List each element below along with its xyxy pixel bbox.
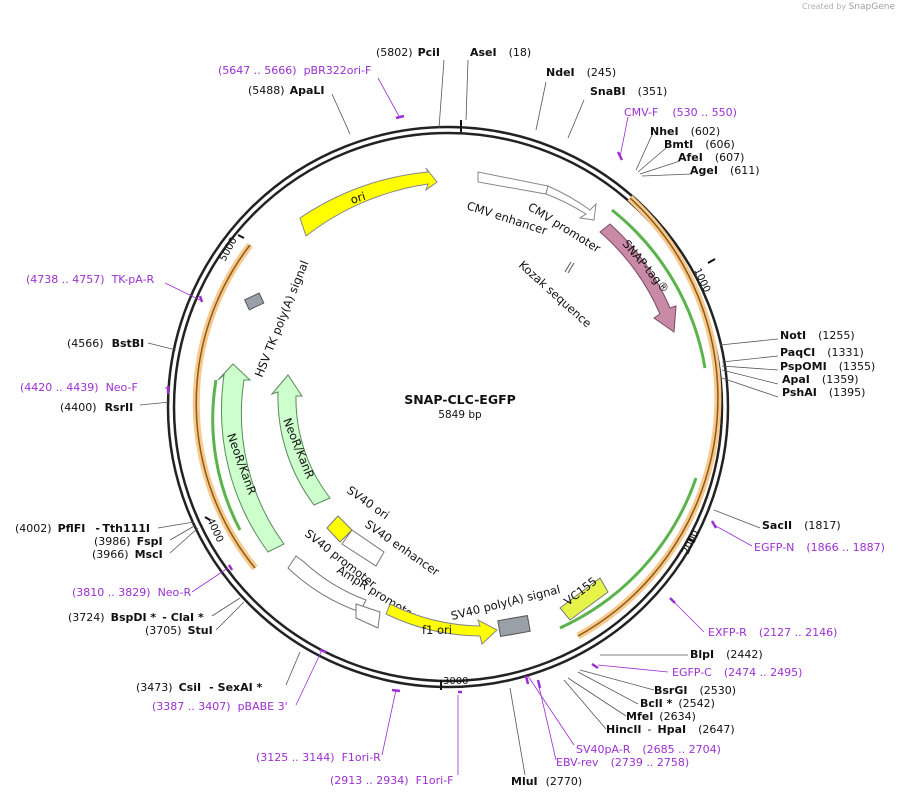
feature-hsv-tk-polya[interactable]	[243, 292, 265, 311]
feature-neor-inner[interactable]	[270, 374, 331, 506]
feature-snap-tag[interactable]	[599, 223, 677, 333]
sv40-ori-label: SV40 ori	[344, 483, 392, 522]
feature-cmv-enhancer[interactable]	[477, 171, 549, 195]
site-pflfi-tth111i[interactable]: (4002)PflFI-Tth111I	[15, 522, 150, 535]
sites-left: (4566)BstBI (4400)RsrII (4002)PflFI-Tth1…	[15, 337, 213, 637]
primer-cmv-f[interactable]: CMV-F(530 .. 550)	[624, 106, 737, 119]
site-bsrgi[interactable]: BsrGI(2530)	[654, 684, 736, 697]
feature-f1-ori[interactable]	[385, 603, 498, 645]
primer-leader-lines	[164, 77, 753, 775]
snapgene-credit: Created by SnapGene	[802, 2, 895, 12]
site-pshai[interactable]: PshAI(1395)	[782, 386, 865, 399]
site-agei[interactable]: AgeI(611)	[690, 164, 760, 177]
site-sacii[interactable]: SacII(1817)	[762, 519, 841, 532]
orf-arc-green-bottom	[559, 477, 698, 630]
plasmid-name: SNAP-CLC-EGFP	[404, 392, 516, 407]
orf-arc-green-left	[211, 379, 242, 531]
primer-neo-f[interactable]: (4420 .. 4439)Neo-F	[20, 381, 138, 394]
orf-arc-green-top	[611, 208, 707, 369]
site-bcli[interactable]: BclI *(2542)	[640, 697, 715, 710]
site-stui[interactable]: (3705)StuI	[145, 624, 213, 637]
site-fspi[interactable]: (3986)FspI	[94, 535, 163, 548]
credit-brand: SnapGene	[848, 2, 895, 12]
site-nhei[interactable]: NheI(602)	[650, 125, 720, 138]
sv40-polya-label: SV40 poly(A) signal	[449, 582, 561, 623]
kozak-mark-1	[564, 261, 572, 273]
site-noti[interactable]: NotI(1255)	[780, 329, 855, 342]
primer-f1ori-r[interactable]: (3125 .. 3144)F1ori-R	[256, 751, 381, 764]
primer-tk-pa-r[interactable]: (4738 .. 4757)TK-pA-R	[26, 273, 155, 286]
site-msci[interactable]: (3966)MscI	[92, 548, 163, 561]
primer-exfp-r[interactable]: EXFP-R(2127 .. 2146)	[708, 626, 837, 639]
orf-arc-right-edge	[577, 197, 719, 637]
feature-ori[interactable]	[299, 167, 438, 237]
primer-pbr322ori-f[interactable]: (5647 .. 5666)pBR322ori-F	[218, 64, 371, 77]
site-apai[interactable]: ApaI(1359)	[782, 373, 858, 386]
site-bmti[interactable]: BmtI(606)	[664, 138, 735, 151]
sites-bottom: BlpI(2442) BsrGI(2530) BclI *(2542) MfeI…	[136, 648, 763, 788]
site-ndei[interactable]: NdeI(245)	[546, 66, 616, 79]
tick-4000	[204, 516, 211, 521]
credit-prefix: Created by	[802, 2, 847, 11]
orf-arc-left-edge	[195, 244, 256, 569]
primer-pbabe3[interactable]: (3387 .. 3407)pBABE 3'	[152, 700, 288, 713]
site-pspomi[interactable]: PspOMI(1355)	[780, 360, 875, 373]
feature-vc155[interactable]	[559, 577, 609, 621]
center-label: SNAP-CLC-EGFP 5849 bp	[404, 392, 516, 421]
primer-neo-r[interactable]: (3810 .. 3829)Neo-R	[72, 586, 191, 599]
primer-labels: (5647 .. 5666)pBR322ori-F CMV-F(530 .. 5…	[20, 64, 885, 787]
backbone-outer-circle	[166, 125, 730, 689]
tick-label-3000: 3000	[443, 676, 468, 687]
primer-sv40pa-r[interactable]: SV40pA-R(2685 .. 2704)	[576, 743, 721, 756]
sites-right: NotI(1255) PaqCI(1331) PspOMI(1355) ApaI…	[762, 329, 875, 532]
site-asei[interactable]: AseI(18)	[470, 46, 531, 59]
site-bstbi[interactable]: (4566)BstBI	[67, 337, 144, 350]
site-hincii-hpai[interactable]: HincII-HpaI(2647)	[606, 723, 735, 736]
tick-5000	[237, 234, 245, 239]
feature-sv40-polya[interactable]	[497, 614, 531, 638]
site-bspdi-clai[interactable]: (3724)BspDI *-ClaI *	[68, 611, 204, 624]
tick-2000	[687, 537, 696, 543]
f1-ori-label: f1 ori	[422, 623, 452, 637]
feature-neor-outer[interactable]	[217, 363, 285, 553]
site-mlui[interactable]: MluI(2770)	[511, 775, 582, 788]
site-csii-sexai[interactable]: (3473)CsiI-SexAI *	[136, 681, 263, 694]
plasmid-length: 5849 bp	[438, 409, 482, 421]
feature-ori-label: ori	[349, 189, 368, 207]
primer-egfp-c[interactable]: EGFP-C(2474 .. 2495)	[672, 666, 802, 679]
primer-marks	[166, 114, 718, 694]
primer-f1ori-f[interactable]: (2913 .. 2934)F1ori-F	[330, 774, 454, 787]
site-rsrii[interactable]: (4400)RsrII	[60, 401, 133, 414]
orf-arcs	[192, 195, 722, 640]
site-blpi[interactable]: BlpI(2442)	[690, 648, 763, 661]
feature-sv40-enhancer[interactable]	[341, 529, 385, 567]
kozak-label: Kozak sequence	[516, 258, 594, 331]
backbone-inner-circle	[172, 131, 724, 683]
sites-top: (5802)PciI AseI(18) NdeI(245) SnaBI(351)…	[248, 46, 760, 177]
site-snabi[interactable]: SnaBI(351)	[590, 85, 667, 98]
backbone	[166, 125, 730, 689]
site-pcii[interactable]: (5802)PciI	[376, 46, 440, 59]
feature-cmv-promoter[interactable]	[545, 185, 597, 221]
primer-egfp-n[interactable]: EGFP-N(1866 .. 1887)	[754, 541, 885, 554]
site-mfei[interactable]: MfeI(2634)	[626, 710, 696, 723]
site-paqci[interactable]: PaqCI(1331)	[780, 346, 864, 359]
feature-ampr-promoter[interactable]	[355, 603, 381, 629]
site-apali[interactable]: (5488)ApaLI	[248, 84, 325, 97]
kozak-mark-2	[567, 262, 575, 274]
primer-ebv-rev[interactable]: EBV-rev(2739 .. 2758)	[556, 756, 689, 769]
hsv-tk-label: HSV TK poly(A) signal	[252, 258, 312, 379]
tick-1000	[707, 258, 716, 264]
site-leader-lines	[139, 59, 779, 776]
site-afei[interactable]: AfeI(607)	[678, 151, 744, 164]
